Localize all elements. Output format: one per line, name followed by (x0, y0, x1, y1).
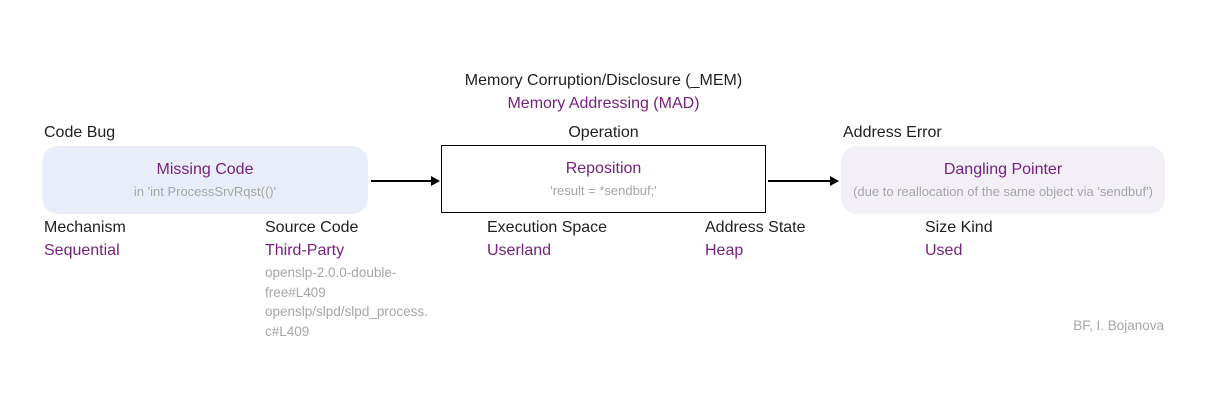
operation-box: Reposition 'result = *sendbuf;' (441, 145, 766, 213)
arrowhead-icon (830, 175, 839, 186)
attribution-credit: BF, I. Bojanova (1073, 318, 1164, 333)
source-code-reference-line: c#L409 (265, 324, 310, 340)
mechanism-label: Mechanism (44, 219, 126, 236)
source-code-reference: openslp-2.0.0-double- free#L409 openslp/… (265, 263, 477, 342)
source-code-reference-line: free#L409 (265, 284, 326, 300)
address-state-value: Heap (705, 242, 744, 259)
arrow-code-bug-to-operation-icon (371, 175, 440, 186)
execution-space-value: Userland (487, 242, 552, 259)
code-bug-box: Missing Code in 'int ProcessSrvRqst(()' (42, 146, 368, 214)
address-error-label: Address Error (843, 124, 942, 141)
size-kind-label: Size Kind (925, 219, 993, 236)
code-bug-subtitle: in 'int ProcessSrvRqst(()' (133, 184, 277, 199)
weakness-type-title: Memory Addressing (MAD) (507, 95, 700, 112)
source-code-value: Third-Party (265, 242, 345, 259)
operation-label: Operation (568, 124, 639, 141)
operation-subtitle: 'result = *sendbuf;' (550, 183, 657, 198)
address-error-box: Dangling Pointer (due to reallocation of… (841, 146, 1165, 214)
address-error-title: Dangling Pointer (943, 161, 1063, 178)
arrow-operation-to-address-error-icon (768, 175, 839, 186)
arrowhead-icon (431, 175, 440, 186)
code-bug-label: Code Bug (44, 124, 116, 141)
source-code-reference-line: openslp/slpd/slpd_process. (265, 304, 428, 320)
operation-title: Reposition (565, 160, 642, 177)
source-code-reference-line: openslp-2.0.0-double- (265, 265, 397, 280)
address-error-subtitle: (due to reallocation of the same object … (853, 184, 1153, 199)
size-kind-value: Used (925, 242, 963, 259)
mechanism-value: Sequential (44, 242, 120, 259)
code-bug-title: Missing Code (156, 161, 254, 178)
diagram-title: Memory Corruption/Disclosure (_MEM) Memo… (0, 69, 1207, 115)
address-state-label: Address State (705, 219, 806, 236)
source-code-label: Source Code (265, 219, 359, 236)
weakness-class-title: Memory Corruption/Disclosure (_MEM) (464, 72, 743, 89)
execution-space-label: Execution Space (487, 219, 608, 236)
